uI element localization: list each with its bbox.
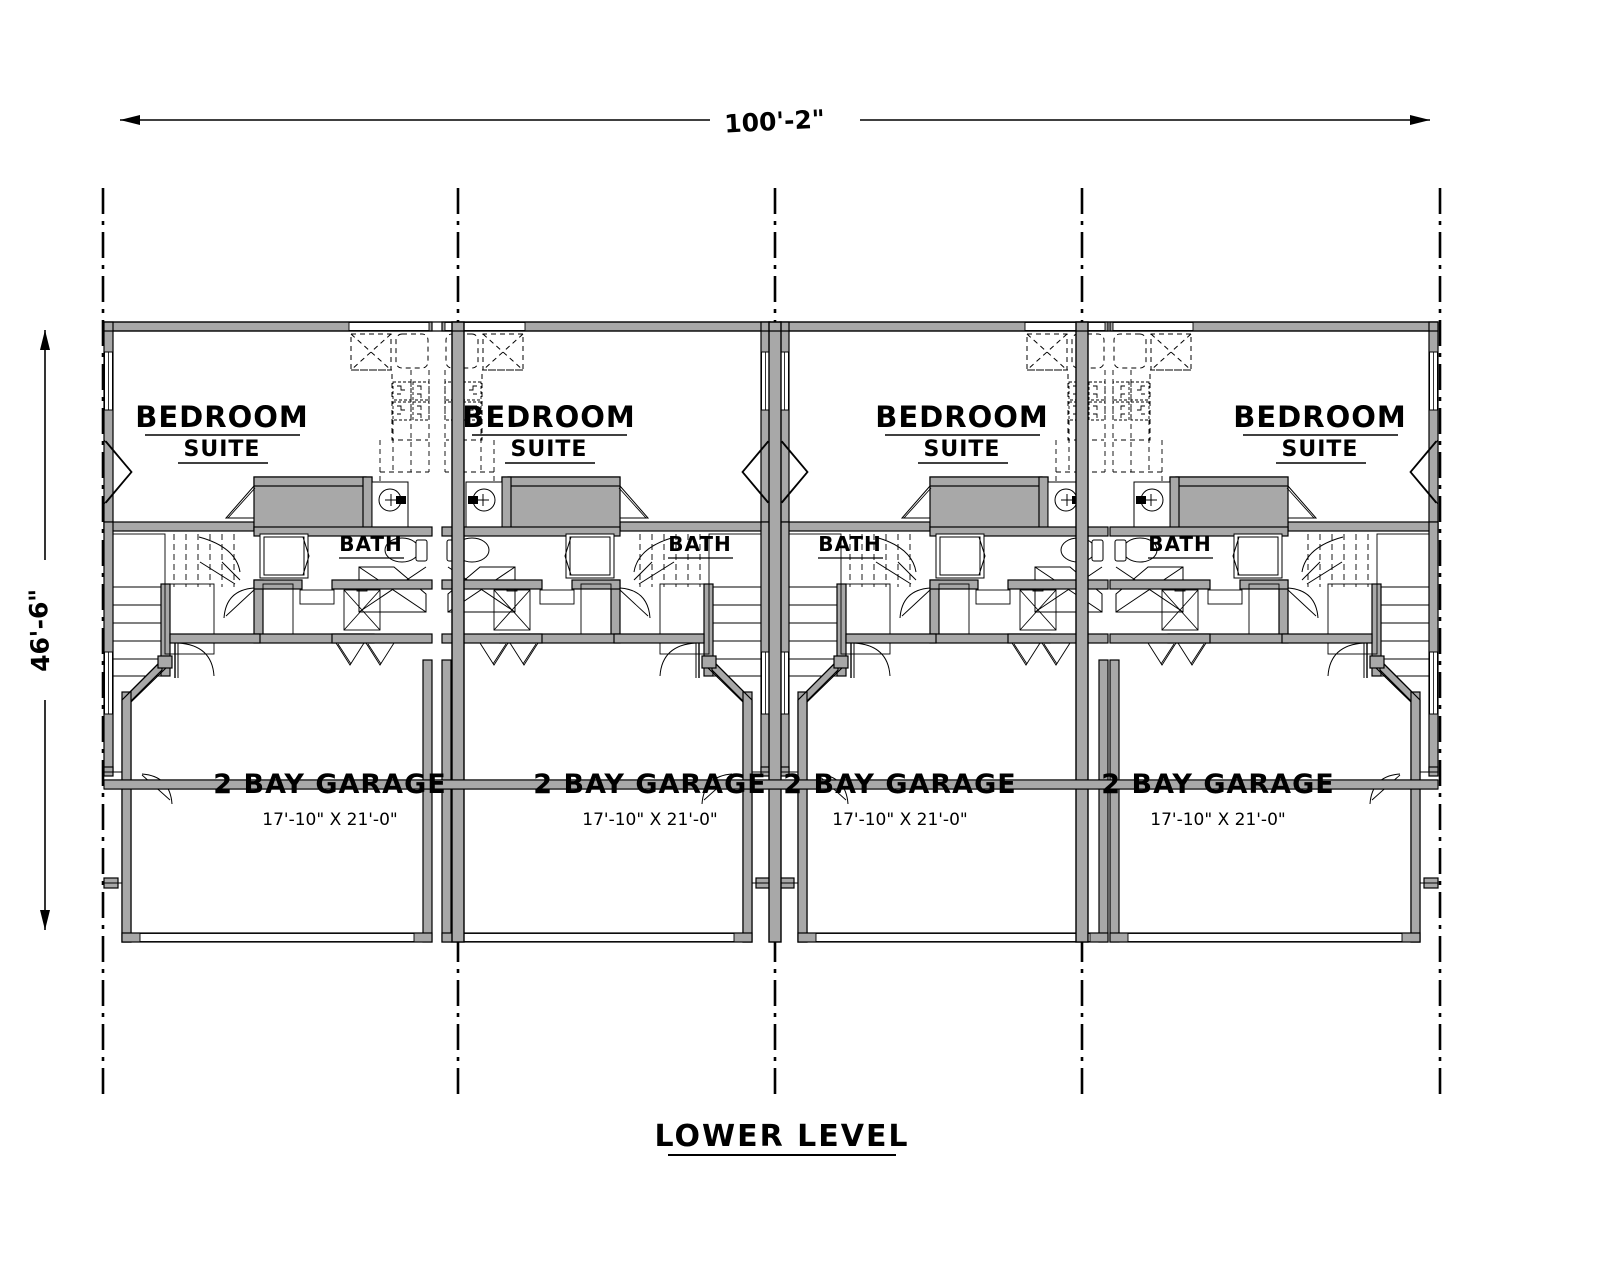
garage-dims-unit-1: 17'-10" X 21'-0" xyxy=(262,810,397,830)
label-group-bedroom: BEDROOM SUITE BEDROOM SUITE BEDROOM SUIT… xyxy=(135,400,1406,464)
suite-label-unit-4: SUITE xyxy=(1282,437,1359,462)
overall-depth-label: 46'-6" xyxy=(24,588,56,672)
garage-label-unit-1: 2 BAY GARAGE xyxy=(213,769,446,800)
overall-width-label: 100'-2" xyxy=(724,104,826,138)
label-group-garage: 2 BAY GARAGE 17'-10" X 21'-0" 2 BAY GARA… xyxy=(213,769,1334,830)
suite-label-unit-2: SUITE xyxy=(511,437,588,462)
garage-dims-unit-4: 17'-10" X 21'-0" xyxy=(1150,810,1285,830)
overall-width-dimension xyxy=(120,104,1430,138)
bedroom-label-unit-3: BEDROOM xyxy=(875,400,1048,434)
garage-dims-unit-2: 17'-10" X 21'-0" xyxy=(582,810,717,830)
bath-label-unit-3: BATH xyxy=(818,532,882,556)
bath-label-unit-2: BATH xyxy=(668,532,732,556)
bedroom-label-unit-1: BEDROOM xyxy=(135,400,308,434)
garage-dims-unit-3: 17'-10" X 21'-0" xyxy=(832,810,967,830)
bath-label-unit-1: BATH xyxy=(339,532,403,556)
page-title: LOWER LEVEL xyxy=(654,1119,909,1154)
bedroom-label-unit-4: BEDROOM xyxy=(1233,400,1406,434)
garage-label-unit-4: 2 BAY GARAGE xyxy=(1101,769,1334,800)
bath-label-unit-4: BATH xyxy=(1148,532,1212,556)
garage-label-unit-3: 2 BAY GARAGE xyxy=(783,769,1016,800)
overall-depth-dimension xyxy=(28,330,64,930)
mid-band-wall xyxy=(103,779,1439,790)
label-group-bath: BATH BATH BATH BATH xyxy=(339,532,1213,559)
garage-label-unit-2: 2 BAY GARAGE xyxy=(533,769,766,800)
bedroom-label-unit-2: BEDROOM xyxy=(462,400,635,434)
suite-label-unit-1: SUITE xyxy=(184,437,261,462)
suite-label-unit-3: SUITE xyxy=(924,437,1001,462)
